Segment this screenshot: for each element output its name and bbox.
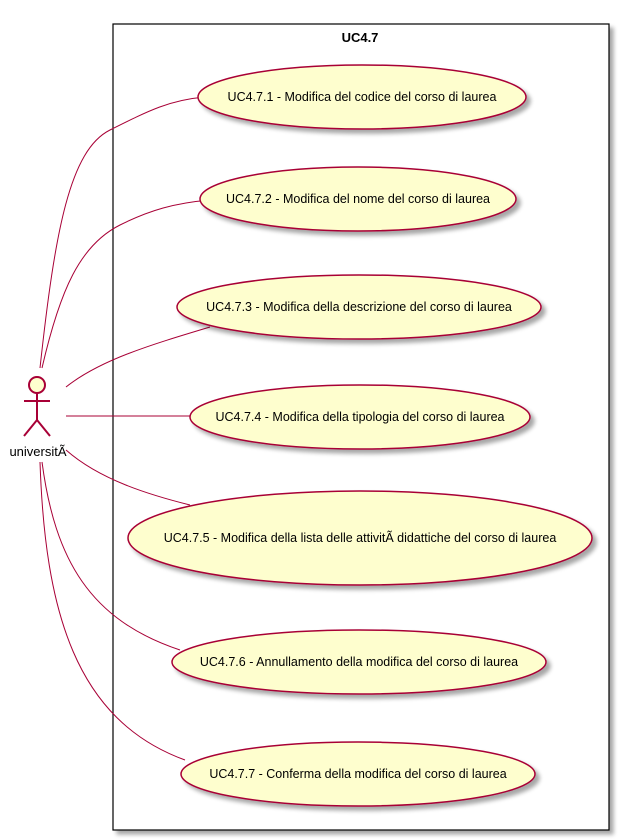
use-case-ellipse[interactable] — [199, 166, 517, 232]
connectors — [39, 96, 211, 761]
use-case-ellipse[interactable] — [176, 274, 542, 340]
connector-uc-4-7-3 — [65, 326, 211, 388]
use-case-label: UC4.7.4 - Modifica della tipologia del c… — [215, 410, 504, 424]
connector-uc-4-7-1 — [39, 96, 206, 369]
use-case-label: UC4.7.5 - Modifica della lista delle att… — [164, 531, 557, 545]
use-case-6[interactable]: UC4.7.6 - Annullamento della modifica de… — [171, 629, 547, 695]
system-title: UC4.7 — [342, 30, 379, 45]
use-case-4[interactable]: UC4.7.4 - Modifica della tipologia del c… — [189, 384, 531, 450]
use-case-ellipse[interactable] — [127, 490, 593, 586]
use-case-ellipse[interactable] — [180, 741, 536, 807]
use-case-label: UC4.7.1 - Modifica del codice del corso … — [228, 90, 497, 104]
use-case-ellipse[interactable] — [171, 629, 547, 695]
use-case-3[interactable]: UC4.7.3 - Modifica della descrizione del… — [176, 274, 542, 340]
actor-university[interactable] — [23, 376, 51, 437]
actor-head-icon — [28, 376, 46, 394]
connector-uc-4-7-2 — [41, 199, 211, 369]
use-case-1[interactable]: UC4.7.1 - Modifica del codice del corso … — [197, 64, 527, 130]
use-case-2[interactable]: UC4.7.2 - Modifica del nome del corso di… — [199, 166, 517, 232]
use-case-label: UC4.7.2 - Modifica del nome del corso di… — [226, 192, 490, 206]
use-case-label: UC4.7.7 - Conferma della modifica del co… — [209, 767, 506, 781]
use-case-label: UC4.7.6 - Annullamento della modifica de… — [200, 655, 518, 669]
use-case-ellipse[interactable] — [197, 64, 527, 130]
use-case-ellipse[interactable] — [189, 384, 531, 450]
use-case-5[interactable]: UC4.7.5 - Modifica della lista delle att… — [127, 490, 593, 586]
use-case-7[interactable]: UC4.7.7 - Conferma della modifica del co… — [180, 741, 536, 807]
use-case-label: UC4.7.3 - Modifica della descrizione del… — [206, 300, 512, 314]
connector-uc-4-7-6 — [41, 461, 181, 651]
connector-uc-4-7-5 — [65, 449, 191, 506]
actor-label: universitÃ — [9, 444, 66, 459]
connector-uc-4-7-7 — [39, 461, 186, 761]
